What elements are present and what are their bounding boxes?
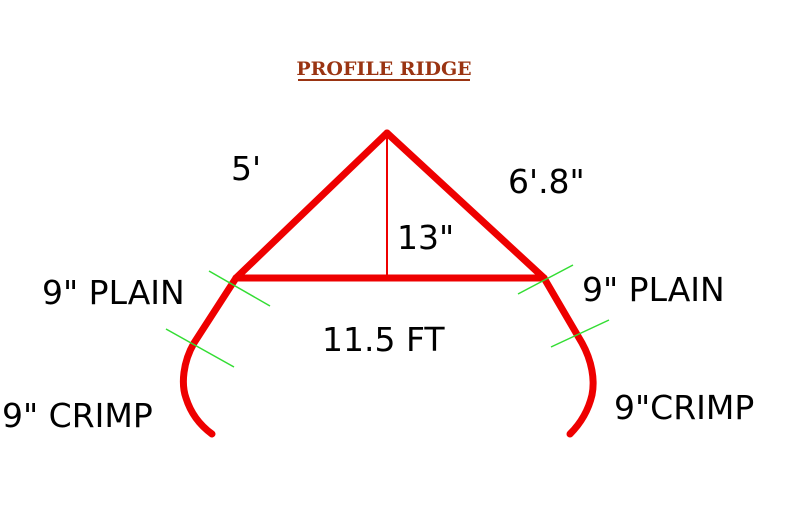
left-plain-label: 9" PLAIN xyxy=(42,273,185,312)
left-crimp-label: 9" CRIMP xyxy=(2,396,153,435)
right-slope-label: 6'.8" xyxy=(508,162,585,201)
diagram-title: PROFILE RIDGE xyxy=(296,58,471,80)
bend-marks xyxy=(165,264,610,368)
ridge-outline xyxy=(179,129,597,438)
right-plain-label: 9" PLAIN xyxy=(582,270,725,309)
right-lower-bend-mark xyxy=(550,319,610,348)
left-lower-bend-mark xyxy=(165,328,235,368)
right-upper-bend-mark xyxy=(517,264,574,295)
right-crimp-label: 9"CRIMP xyxy=(614,388,754,427)
left-flange-path xyxy=(179,274,240,438)
right-slope-line xyxy=(383,129,548,282)
left-upper-bend-mark xyxy=(208,270,271,307)
left-slope-label: 5' xyxy=(231,149,261,188)
rise-label: 13" xyxy=(397,218,454,257)
span-label: 11.5 FT xyxy=(322,320,445,359)
left-slope-line xyxy=(232,129,391,282)
right-flange-path xyxy=(540,274,597,438)
dimension-labels: 5' 6'.8" 13" 11.5 FT 9" PLAIN 9" PLAIN 9… xyxy=(2,149,754,435)
